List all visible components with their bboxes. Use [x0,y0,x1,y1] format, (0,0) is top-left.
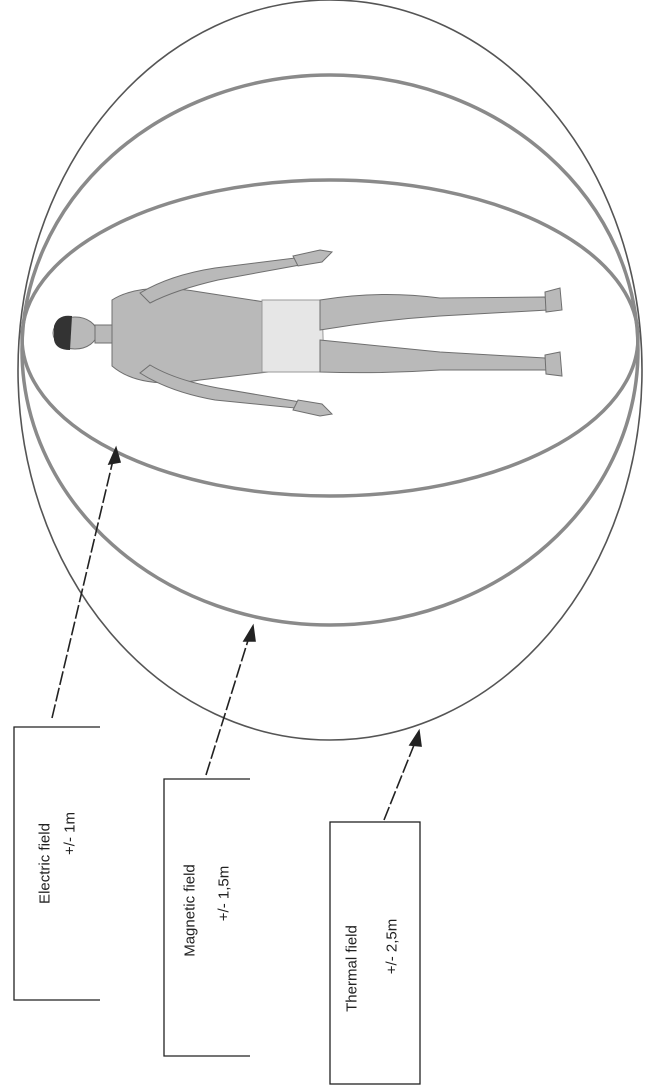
hand-bottom [293,400,332,416]
torso [112,288,268,383]
magnetic-field-label: Magnetic field [182,851,199,971]
foot-bottom [545,352,562,376]
thermal-field-label: Thermal field [344,914,361,1024]
leg-top [320,294,548,330]
hair [54,316,72,350]
electric-field-range: +/- 1m [62,794,79,874]
magnetic-label-box [164,779,250,1056]
thermal-arrow [384,731,421,820]
shorts [262,300,324,372]
magnetic-arrow [206,626,255,775]
leg-bottom [320,340,548,373]
magnetic-field-range: +/- 1,5m [216,854,233,934]
foot-top [545,288,562,312]
hand-top [293,250,332,266]
electric-label-box [14,727,100,1000]
neck [95,325,113,343]
thermal-field-range: +/- 2,5m [384,907,401,987]
electric-field-label: Electric field [37,809,54,919]
human-figure [53,250,562,416]
